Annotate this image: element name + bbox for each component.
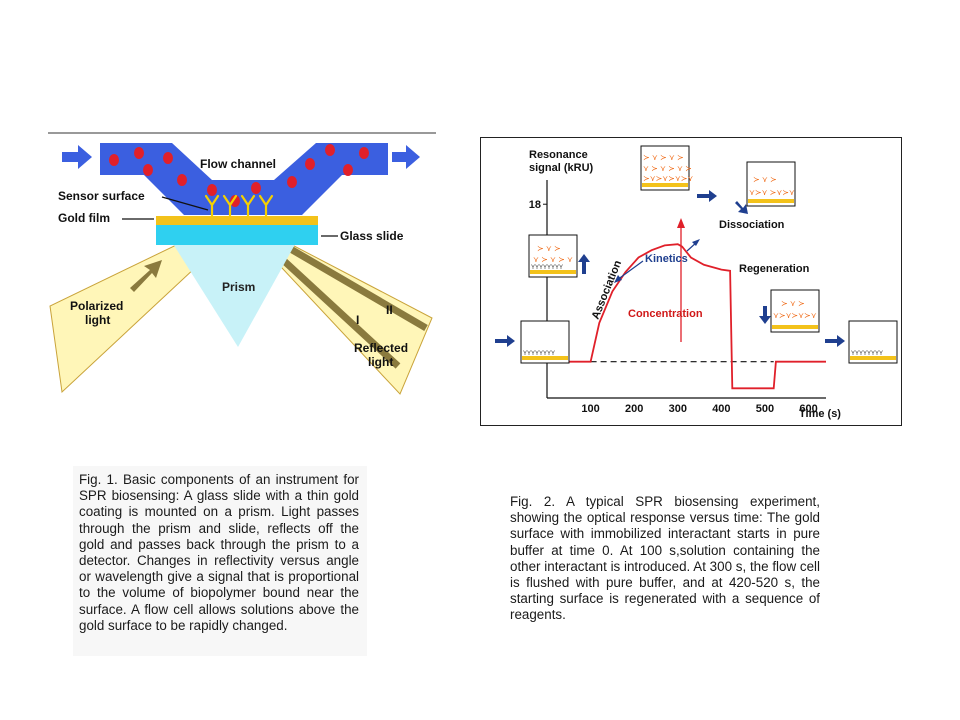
x-tick-label: 600 <box>799 403 817 415</box>
glass-slide-label: Glass slide <box>340 229 404 243</box>
incident-arrow <box>130 260 162 292</box>
analyte-dot <box>359 147 369 159</box>
receptor-y <box>222 194 238 218</box>
inset-frame <box>746 161 796 207</box>
inset-receptors: YYYYYYYY <box>851 351 883 357</box>
receptor-y <box>204 194 220 218</box>
inset-regeneration: ≻ ⋎ ≻ ⋎≻⋎≻⋎≻⋎ <box>759 289 820 333</box>
beam-2-label: II <box>386 303 393 317</box>
figure-1-caption: Fig. 1. Basic components of an instrumen… <box>73 466 367 656</box>
analyte-dot <box>230 195 240 207</box>
inset-analytes: ⋎≻⋎≻⋎≻⋎ <box>773 311 817 320</box>
kinetics-label: Kinetics <box>645 253 688 265</box>
inset-dissociation: ≻ ⋎ ≻ ⋎≻⋎ ≻⋎≻⋎ <box>735 161 796 214</box>
sensor-surface-leader <box>161 196 209 211</box>
kinetics-arrowhead-right <box>692 239 700 246</box>
analyte-dot <box>343 164 353 176</box>
prism-label: Prism <box>222 280 255 294</box>
inset-gold-layer <box>530 270 576 274</box>
inset-analytes: ≻ ⋎ ≻ <box>753 175 777 184</box>
inset-saturation: ≻ ⋎ ≻ ⋎ ≻ ⋎ ≻ ⋎ ≻ ⋎ ≻ ≻⋎≻⋎≻⋎≻⋎ <box>640 145 717 202</box>
inset-frame <box>640 145 690 191</box>
figure-2-caption: Fig. 2. A typical SPR biosensing experim… <box>510 494 820 623</box>
inset-arrow <box>759 306 771 324</box>
x-tick-label: 500 <box>756 403 774 415</box>
analyte-dot <box>251 182 261 194</box>
inset-arrow <box>495 335 515 347</box>
inset-analytes: ≻⋎≻⋎≻⋎≻⋎ <box>643 174 693 183</box>
spr-instrument-diagram: Prism Flow channel Sensor surface Gold f… <box>48 132 436 395</box>
x-tick-label: 400 <box>712 403 730 415</box>
receptors <box>204 194 274 218</box>
analyte-molecules <box>109 144 369 207</box>
y-tick-label: 18 <box>529 199 541 211</box>
analyte-dot <box>177 174 187 186</box>
analyte-dot <box>325 144 335 156</box>
reflected-label: Reflected <box>354 341 408 355</box>
inset-gold-layer <box>748 199 794 203</box>
receptor-y <box>240 194 256 218</box>
flow-channel-label: Flow channel <box>200 157 276 171</box>
gold-film-label: Gold film <box>58 211 110 225</box>
inset-receptors: YYYYYYYY <box>523 351 555 357</box>
gold-film <box>156 216 318 225</box>
polarized-label: Polarized <box>70 299 123 313</box>
concentration-label: Concentration <box>628 308 703 320</box>
inset-analytes: ⋎ ≻ ⋎ ≻ ⋎ <box>533 255 573 264</box>
inset-analytes: ≻ ⋎ ≻ <box>781 299 805 308</box>
x-tick-label: 200 <box>625 403 643 415</box>
inset-analytes: ⋎≻⋎ ≻⋎≻⋎ <box>749 188 795 197</box>
glass-slide <box>156 225 318 245</box>
inset-association: YYYYYYYY ≻ ⋎ ≻ ⋎ ≻ ⋎ ≻ ⋎ <box>528 234 590 278</box>
inset-analytes: ⋎ ≻ ⋎ ≻ ⋎ ≻ <box>643 164 692 173</box>
inset-baseline-start: YYYYYYYY <box>495 320 570 364</box>
analyte-dot <box>134 147 144 159</box>
sensorgram-figure: Resonance signal (kRU) 100 200 300 400 500 60… <box>480 137 902 426</box>
flow-in-arrow <box>62 145 92 169</box>
response-curve <box>547 243 826 390</box>
inset-receptors: YYYYYYYY <box>531 265 563 271</box>
flow-out-arrow <box>392 145 420 169</box>
inset-analytes: ≻ ⋎ ≻ <box>537 244 561 253</box>
analyte-dot <box>109 154 119 166</box>
inset-baseline-end: YYYYYYYY <box>825 320 898 364</box>
analyte-dot <box>163 152 173 164</box>
kinetics-arrow-left <box>616 260 644 281</box>
y-axis-label-line2: signal (kRU) <box>529 162 594 174</box>
x-axis-label: Time (s) <box>799 408 841 420</box>
association-label: Association <box>590 259 625 322</box>
y-axis-label-line1: Resonance <box>529 149 588 161</box>
analyte-dot <box>287 176 297 188</box>
analyte-dot <box>305 158 315 170</box>
regeneration-label: Regeneration <box>739 263 810 275</box>
x-tick-label: 300 <box>669 403 687 415</box>
x-tick-label: 100 <box>581 403 599 415</box>
analyte-dot <box>143 164 153 176</box>
prism <box>170 239 298 347</box>
inset-analytes: ≻ ⋎ ≻ ⋎ ≻ <box>643 153 684 162</box>
dissociation-label: Dissociation <box>719 219 785 231</box>
x-ticks: 100 200 300 400 500 600 <box>581 403 817 415</box>
inset-gold-layer <box>772 325 818 329</box>
receptor-y <box>258 194 274 218</box>
inset-arrow <box>735 201 748 214</box>
inset-gold-layer <box>850 356 896 360</box>
inset-arrow <box>697 190 717 202</box>
reflected-light-label: light <box>368 355 393 369</box>
polarized-light-label: light <box>85 313 110 327</box>
inset-gold-layer <box>522 356 568 360</box>
inset-arrow <box>578 254 590 274</box>
kinetics-arrowhead-left <box>614 275 622 283</box>
concentration-arrowhead <box>677 218 685 228</box>
inset-arrow <box>825 335 845 347</box>
sensorgram-chart: Resonance signal (kRU) 100 200 300 400 500 60… <box>495 145 898 420</box>
beam-1-label: I <box>356 313 359 327</box>
sensor-surface-label: Sensor surface <box>58 189 145 203</box>
inset-gold-layer <box>642 183 688 187</box>
analyte-dot <box>207 184 217 196</box>
